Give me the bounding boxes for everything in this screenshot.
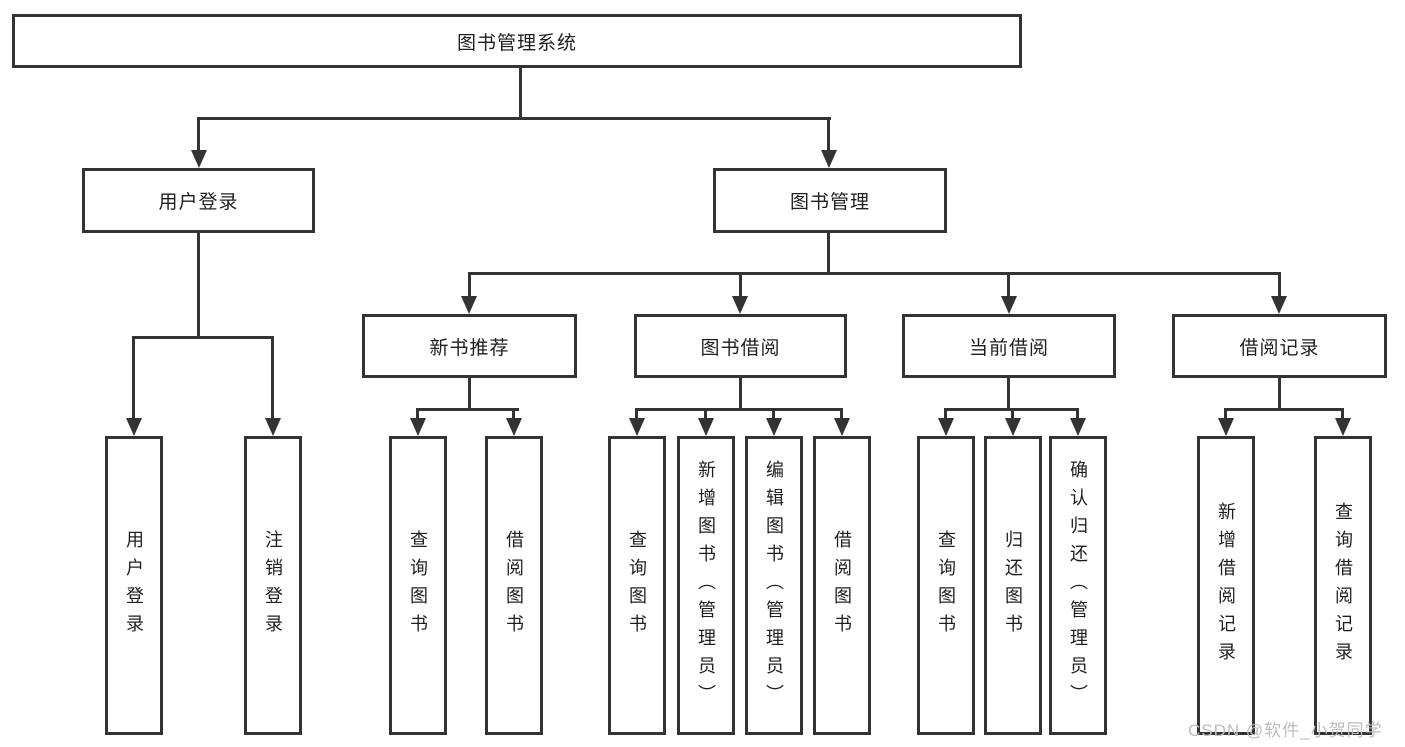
- arrow-down-icon: [506, 418, 522, 436]
- connector-current-borrow-stem: [1007, 378, 1010, 408]
- connector-drop-user-login: [197, 117, 200, 151]
- connector-drop-book-borrow: [739, 272, 742, 296]
- connector-drop-leaf: [840, 408, 843, 420]
- node-new-book-recommend: 新书推荐: [362, 314, 577, 378]
- leaf-add-books-admin: 新增图书（管理员）: [677, 436, 735, 735]
- node-book-borrow: 图书借阅: [634, 314, 847, 378]
- connector-root-split: [197, 117, 831, 120]
- leaf-add-borrow-record: 新增借阅记录: [1197, 436, 1255, 735]
- node-book-borrow-label: 图书借阅: [700, 337, 781, 359]
- leaf-return-books: 归还图书: [984, 436, 1042, 735]
- leaf-query-books-borrow: 查询图书: [608, 436, 666, 735]
- connector-drop-leaf: [512, 408, 515, 420]
- arrow-down-icon: [766, 418, 782, 436]
- node-borrow-records-label: 借阅记录: [1239, 337, 1320, 359]
- arrow-down-icon: [1005, 418, 1021, 436]
- arrow-down-icon: [1001, 296, 1017, 314]
- arrow-down-icon: [1335, 418, 1351, 436]
- arrow-down-icon: [191, 150, 207, 168]
- connector-drop-leaf: [1011, 408, 1014, 420]
- arrow-down-icon: [126, 418, 142, 436]
- node-user-login: 用户登录: [82, 168, 315, 233]
- arrow-down-icon: [1271, 296, 1287, 314]
- node-book-management-label: 图书管理: [789, 192, 870, 213]
- arrow-down-icon: [629, 418, 645, 436]
- leaf-user-login: 用户登录: [105, 436, 163, 735]
- leaf-confirm-return-admin-label: 确认归还（管理员）: [1068, 459, 1088, 712]
- connector-drop-leaf: [1341, 408, 1344, 420]
- connector-drop-leaf: [1076, 408, 1079, 420]
- connector-drop-current-borrow: [1007, 272, 1010, 296]
- leaf-borrow-books-recommend: 借阅图书: [485, 436, 543, 735]
- leaf-borrow-books: 借阅图书: [813, 436, 871, 735]
- arrow-down-icon: [265, 418, 281, 436]
- arrow-down-icon: [1070, 418, 1086, 436]
- connector-book-borrow-split: [635, 408, 843, 411]
- connector-drop-leaf: [944, 408, 947, 420]
- node-root-label: 图书管理系统: [456, 32, 577, 54]
- connector-root-stem: [519, 68, 522, 117]
- node-borrow-records: 借阅记录: [1172, 314, 1387, 378]
- connector-drop-leaf: [132, 336, 135, 418]
- arrow-down-icon: [461, 296, 477, 314]
- leaf-add-books-admin-label: 新增图书（管理员）: [696, 459, 716, 712]
- arrow-down-icon: [938, 418, 954, 436]
- connector-borrow-records-split: [1224, 408, 1344, 411]
- node-new-book-recommend-label: 新书推荐: [429, 337, 510, 359]
- node-user-login-label: 用户登录: [158, 192, 239, 213]
- connector-drop-leaf: [635, 408, 638, 420]
- leaf-borrow-books-recommend-label: 借阅图书: [504, 529, 524, 642]
- connector-drop-leaf: [704, 408, 707, 420]
- leaf-query-books-recommend-label: 查询图书: [408, 529, 428, 642]
- leaf-logout: 注销登录: [244, 436, 302, 735]
- leaf-return-books-label: 归还图书: [1003, 529, 1023, 642]
- connector-drop-new-book: [468, 272, 471, 296]
- leaf-query-borrow-record-label: 查询借阅记录: [1333, 501, 1353, 670]
- connector-drop-leaf: [772, 408, 775, 420]
- leaf-query-books-borrow-label: 查询图书: [627, 529, 647, 642]
- arrow-down-icon: [834, 418, 850, 436]
- connector-book-management-split: [468, 272, 1281, 275]
- leaf-query-borrow-record: 查询借阅记录: [1314, 436, 1372, 735]
- connector-drop-borrow-records: [1278, 272, 1281, 296]
- node-book-management: 图书管理: [713, 168, 947, 233]
- connector-new-book-split: [416, 408, 519, 411]
- connector-new-book-stem: [468, 378, 471, 408]
- connector-drop-leaf: [1224, 408, 1227, 420]
- leaf-query-books-current-label: 查询图书: [936, 529, 956, 642]
- connector-drop-leaf: [416, 408, 419, 420]
- node-current-borrow-label: 当前借阅: [968, 337, 1049, 359]
- leaf-add-borrow-record-label: 新增借阅记录: [1216, 501, 1236, 670]
- connector-drop-leaf: [271, 336, 274, 418]
- node-current-borrow: 当前借阅: [902, 314, 1116, 378]
- leaf-confirm-return-admin: 确认归还（管理员）: [1049, 436, 1107, 735]
- arrow-down-icon: [410, 418, 426, 436]
- connector-book-borrow-stem: [739, 378, 742, 408]
- arrow-down-icon: [732, 296, 748, 314]
- leaf-query-books-current: 查询图书: [917, 436, 975, 735]
- connector-book-management-stem: [827, 233, 830, 272]
- leaf-edit-books-admin-label: 编辑图书（管理员）: [764, 459, 784, 712]
- connector-user-login-stem: [197, 233, 200, 336]
- connector-borrow-records-stem: [1278, 378, 1281, 408]
- arrow-down-icon: [698, 418, 714, 436]
- node-root: 图书管理系统: [12, 14, 1022, 68]
- connector-user-login-split: [132, 336, 274, 339]
- arrow-down-icon: [821, 150, 837, 168]
- leaf-query-books-recommend: 查询图书: [389, 436, 447, 735]
- csdn-watermark: CSDN @软件_小贺同学: [1188, 721, 1383, 740]
- leaf-edit-books-admin: 编辑图书（管理员）: [745, 436, 803, 735]
- arrow-down-icon: [1218, 418, 1234, 436]
- leaf-borrow-books-label: 借阅图书: [832, 529, 852, 642]
- connector-drop-book-management: [827, 117, 830, 151]
- leaf-user-login-label: 用户登录: [124, 529, 144, 642]
- leaf-logout-label: 注销登录: [263, 529, 283, 642]
